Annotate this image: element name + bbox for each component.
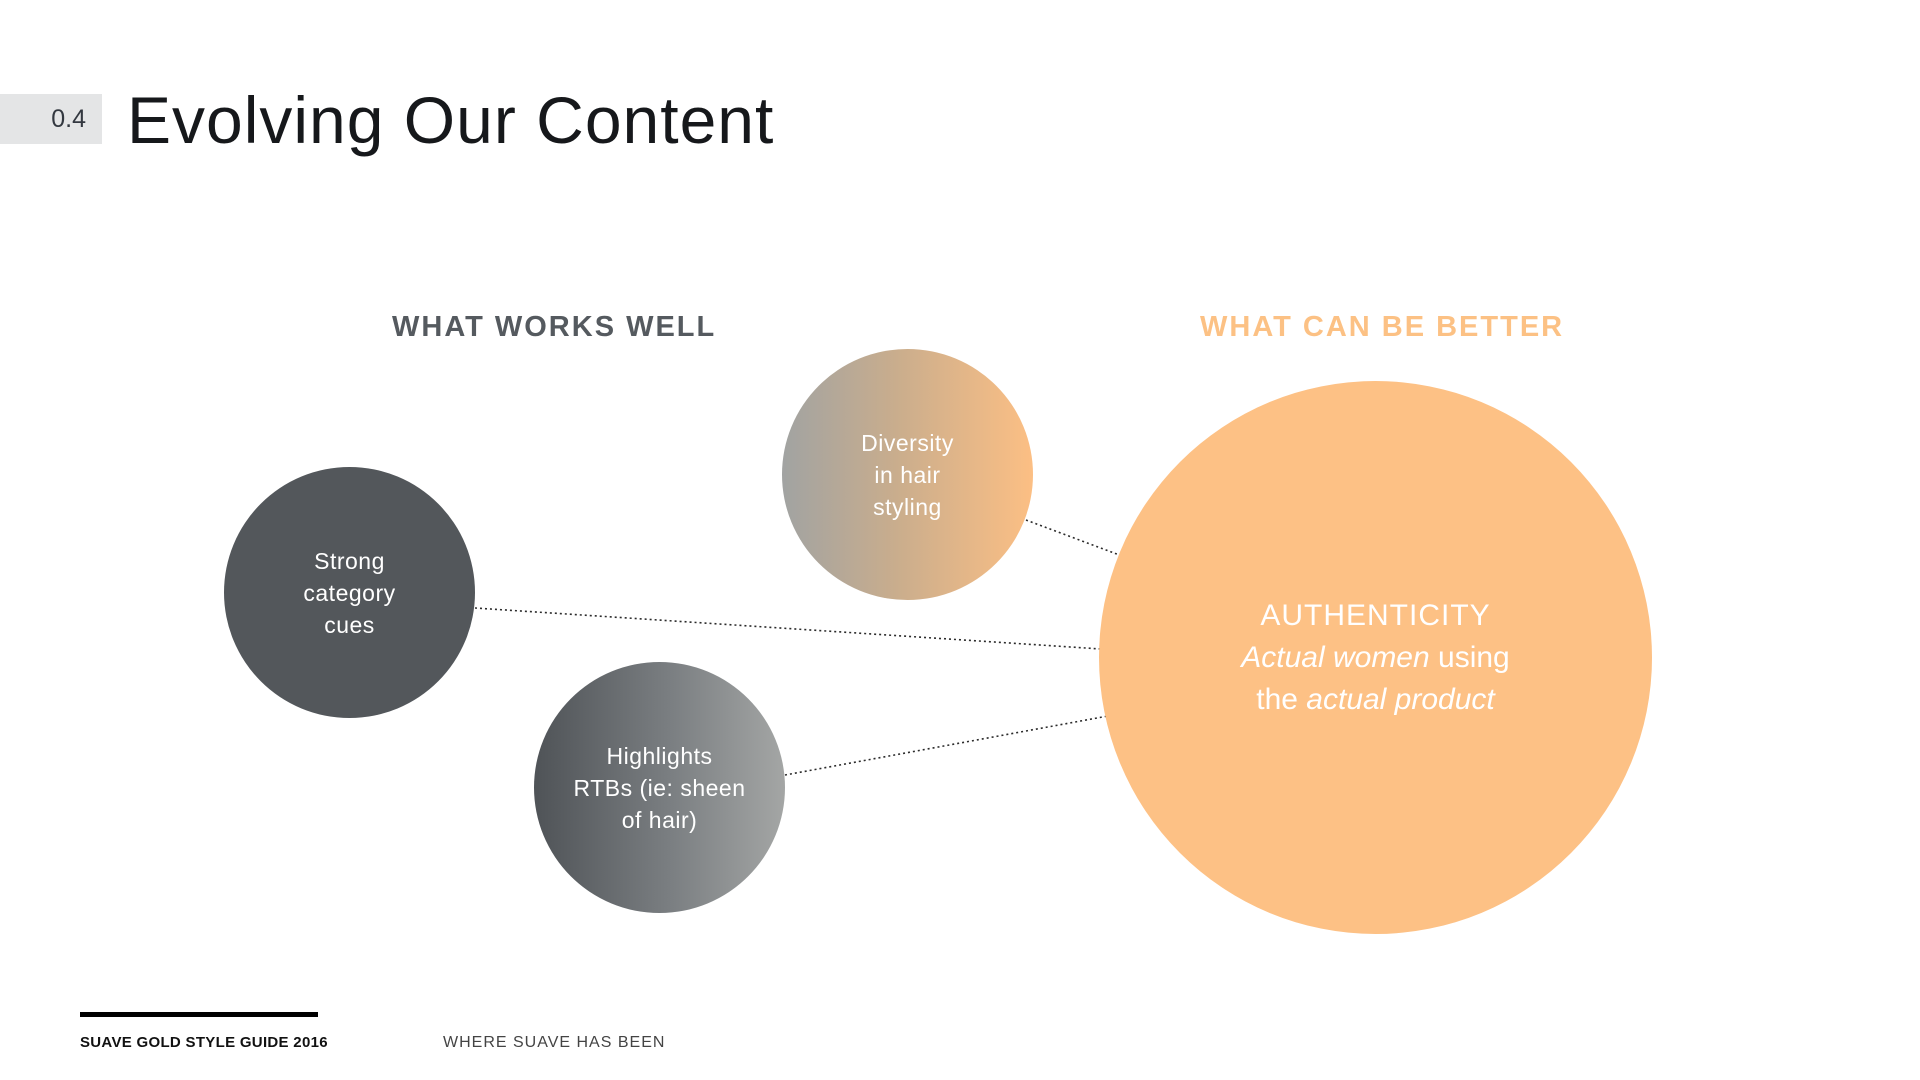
bubble-highlights-rtbs: Highlights RTBs (ie: sheen of hair) xyxy=(534,662,785,913)
authenticity-text: the xyxy=(1256,682,1307,716)
connector-highlights xyxy=(784,715,1109,776)
page-title: Evolving Our Content xyxy=(127,83,775,157)
bubble-diversity-hair-styling: Diversity in hair styling xyxy=(782,349,1033,600)
authenticity-line-1: Actual women using xyxy=(1241,637,1510,679)
bubble-text-line: Diversity xyxy=(861,429,954,456)
heading-what-works-well: WHAT WORKS WELL xyxy=(392,311,717,343)
heading-what-can-be-better: WHAT CAN BE BETTER xyxy=(1200,311,1565,343)
bubble-text-line: category xyxy=(303,579,396,606)
bubble-text-line: Strong xyxy=(314,547,385,574)
bubble-text-line: in hair xyxy=(874,461,941,488)
bubble-text-line: RTBs (ie: sheen xyxy=(573,774,746,801)
bubble-text-line: Highlights xyxy=(606,742,713,769)
footer-section-title: WHERE SUAVE HAS BEEN xyxy=(443,1034,666,1051)
bubble-strong-category-cues: Strong category cues xyxy=(224,467,475,718)
authenticity-emphasis: Actual women xyxy=(1241,640,1430,674)
bubble-text-line: cues xyxy=(324,611,375,638)
bubble-authenticity: AUTHENTICITY Actual women using the actu… xyxy=(1099,381,1652,934)
footer-rule xyxy=(80,1012,318,1017)
connector-strong xyxy=(474,607,1102,650)
authenticity-text: using xyxy=(1429,640,1510,674)
authenticity-line-2: the actual product xyxy=(1256,679,1495,721)
footer-brand: SUAVE GOLD STYLE GUIDE 2016 xyxy=(80,1034,328,1051)
bubble-text-line: styling xyxy=(873,493,942,520)
connector-diversity xyxy=(1025,519,1123,557)
bubble-text-line: of hair) xyxy=(621,806,698,833)
section-number: 0.4 xyxy=(0,94,102,144)
authenticity-emphasis: actual product xyxy=(1306,682,1495,716)
authenticity-title: AUTHENTICITY xyxy=(1260,598,1491,632)
